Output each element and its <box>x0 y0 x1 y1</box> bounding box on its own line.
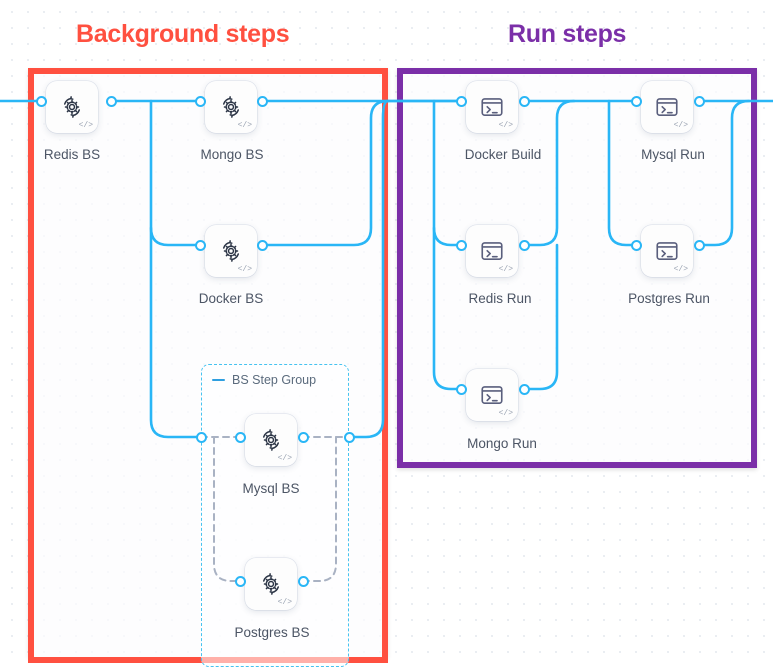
run-steps-frame <box>397 68 757 468</box>
terminal-icon <box>481 98 503 116</box>
node-label-redis-bs: Redis BS <box>43 147 101 162</box>
port-docker-build-out[interactable] <box>518 95 530 107</box>
gear-sync-icon <box>222 96 240 118</box>
terminal-icon <box>656 98 678 116</box>
port-redis-bs-out[interactable] <box>105 95 117 107</box>
port-docker-bs-out[interactable] <box>256 239 268 251</box>
terminal-icon <box>481 242 503 260</box>
node-label-mysql-bs: Mysql BS <box>242 481 300 496</box>
gear-sync-icon <box>262 573 280 595</box>
node-label-docker-build: Docker Build <box>464 147 542 162</box>
port-redis-run-in[interactable] <box>455 239 467 251</box>
port-docker-bs-in[interactable] <box>194 239 206 251</box>
bs-step-group-header[interactable]: BS Step Group <box>212 373 316 387</box>
node-postgres-run[interactable]: </> <box>641 225 693 277</box>
code-badge: </> <box>498 265 513 274</box>
node-label-postgres-bs: Postgres BS <box>234 625 310 640</box>
node-mongo-bs[interactable]: </> <box>205 81 257 133</box>
gear-sync-icon <box>63 96 81 118</box>
terminal-icon <box>656 242 678 260</box>
background-steps-title: Background steps <box>76 20 290 48</box>
node-mysql-run[interactable]: </> <box>641 81 693 133</box>
gear-sync-icon <box>222 240 240 262</box>
port-mongo-run-out[interactable] <box>518 383 530 395</box>
port-mysql-bs-in[interactable] <box>234 431 246 443</box>
code-badge: </> <box>277 598 292 607</box>
port-postgres-run-out[interactable] <box>693 239 705 251</box>
node-postgres-bs[interactable]: </> <box>245 558 297 610</box>
node-label-mysql-run: Mysql Run <box>641 147 705 162</box>
code-badge: </> <box>673 121 688 130</box>
node-mongo-run[interactable]: </> <box>466 369 518 421</box>
port-redis-bs-in[interactable] <box>35 95 47 107</box>
node-mysql-bs[interactable]: </> <box>245 414 297 466</box>
port-mongo-bs-in[interactable] <box>194 95 206 107</box>
port-postgres-bs-in[interactable] <box>234 575 246 587</box>
code-badge: </> <box>498 121 513 130</box>
node-label-redis-run: Redis Run <box>468 291 532 306</box>
port-mysql-run-in[interactable] <box>630 95 642 107</box>
port-group-in[interactable] <box>195 431 207 443</box>
node-redis-bs[interactable]: </> <box>46 81 98 133</box>
run-steps-title: Run steps <box>508 20 627 48</box>
code-badge: </> <box>78 121 93 130</box>
port-mongo-bs-out[interactable] <box>256 95 268 107</box>
bs-step-group[interactable]: BS Step Group <box>201 364 349 667</box>
node-docker-build[interactable]: </> <box>466 81 518 133</box>
code-badge: </> <box>673 265 688 274</box>
code-badge: </> <box>498 409 513 418</box>
node-label-mongo-run: Mongo Run <box>467 436 537 451</box>
bs-step-group-label: BS Step Group <box>232 373 317 387</box>
node-label-postgres-run: Postgres Run <box>628 291 710 306</box>
code-badge: </> <box>277 454 292 463</box>
port-docker-build-in[interactable] <box>455 95 467 107</box>
code-badge: </> <box>237 121 252 130</box>
code-badge: </> <box>237 265 252 274</box>
port-postgres-run-in[interactable] <box>630 239 642 251</box>
terminal-icon <box>481 386 503 404</box>
node-label-mongo-bs: Mongo BS <box>200 147 264 162</box>
port-mysql-bs-out[interactable] <box>297 431 309 443</box>
port-mongo-run-in[interactable] <box>455 383 467 395</box>
port-group-out[interactable] <box>343 431 355 443</box>
node-redis-run[interactable]: </> <box>466 225 518 277</box>
gear-sync-icon <box>262 429 280 451</box>
port-postgres-bs-out[interactable] <box>297 575 309 587</box>
minus-icon[interactable] <box>212 378 225 382</box>
port-redis-run-out[interactable] <box>518 239 530 251</box>
node-label-docker-bs: Docker BS <box>198 291 264 306</box>
node-docker-bs[interactable]: </> <box>205 225 257 277</box>
port-mysql-run-out[interactable] <box>693 95 705 107</box>
